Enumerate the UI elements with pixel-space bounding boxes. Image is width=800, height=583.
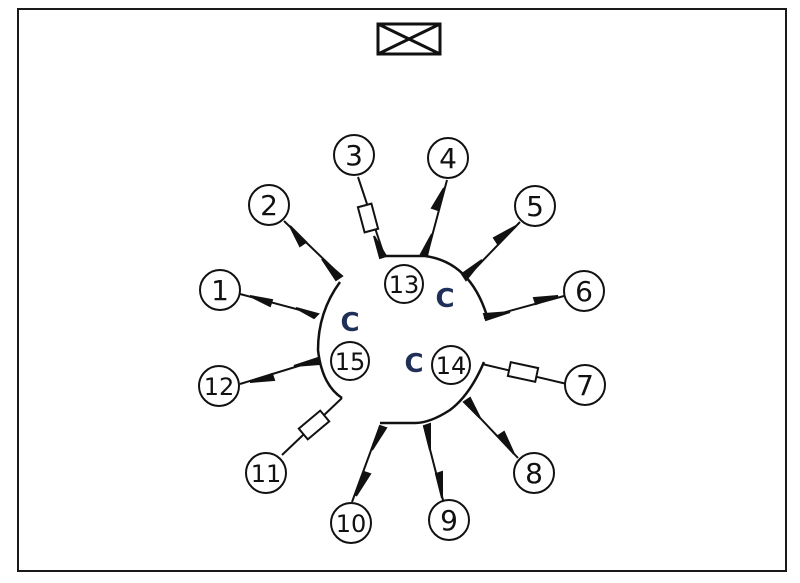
- svg-text:7: 7: [576, 369, 594, 402]
- center-label-c-left: C: [340, 308, 359, 338]
- svg-text:4: 4: [439, 142, 457, 175]
- callout-9: 9: [428, 499, 470, 541]
- callout-3: 3: [333, 134, 375, 176]
- svg-text:6: 6: [575, 275, 593, 308]
- callout-12: 12: [198, 365, 240, 407]
- svg-text:5: 5: [526, 190, 544, 223]
- callout-6: 6: [563, 270, 605, 312]
- callout-4: 4: [427, 137, 469, 179]
- svg-text:15: 15: [335, 348, 366, 376]
- svg-text:8: 8: [525, 457, 543, 490]
- callout-13: 13: [384, 264, 424, 304]
- callout-8: 8: [513, 452, 555, 494]
- callout-15: 15: [330, 341, 370, 381]
- center-label-c-top: C: [435, 284, 454, 314]
- svg-text:11: 11: [251, 460, 282, 488]
- callout-10: 10: [330, 502, 372, 544]
- svg-text:12: 12: [204, 373, 235, 401]
- svg-text:9: 9: [440, 504, 458, 537]
- crossed-box-icon: [376, 22, 442, 56]
- svg-text:10: 10: [336, 510, 367, 538]
- svg-text:1: 1: [211, 274, 229, 307]
- svg-text:2: 2: [260, 189, 278, 222]
- svg-text:14: 14: [436, 352, 467, 380]
- callout-14: 14: [431, 345, 471, 385]
- callout-2: 2: [248, 184, 290, 226]
- center-label-c-bottom: C: [404, 349, 423, 379]
- callout-7: 7: [564, 364, 606, 406]
- callout-11: 11: [245, 452, 287, 494]
- svg-text:13: 13: [389, 271, 420, 299]
- callout-1: 1: [199, 269, 241, 311]
- leader-lines: [239, 176, 568, 505]
- callout-5: 5: [514, 185, 556, 227]
- svg-text:3: 3: [345, 139, 363, 172]
